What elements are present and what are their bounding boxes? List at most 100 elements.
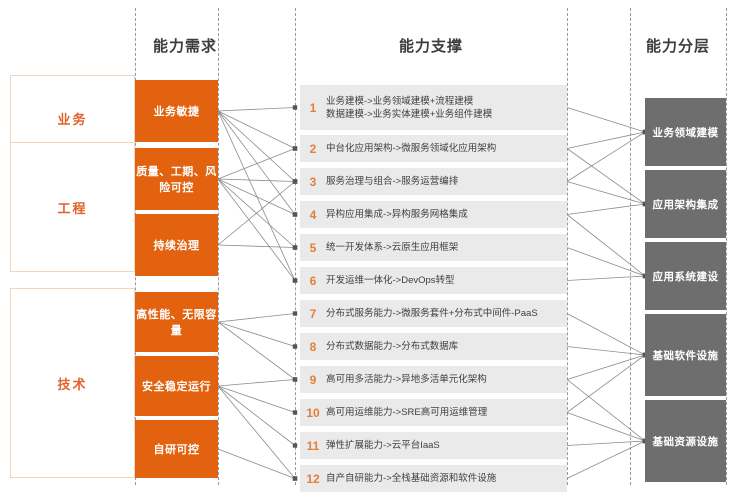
header-demand: 能力需求 — [152, 38, 217, 55]
support-text-line: 弹性扩展能力->云平台IaaS — [326, 440, 440, 451]
support-row-10[interactable]: 11 弹性扩展能力->云平台IaaS — [300, 432, 567, 459]
demand-label: 自研可控 — [153, 444, 200, 456]
layer-box-3[interactable]: 基础软件设施 — [645, 314, 726, 396]
layer-label: 应用架构集成 — [652, 198, 719, 211]
support-text: 异构应用集成->异构服务网格集成 — [326, 208, 468, 221]
support-row-1[interactable]: 2 中台化应用架构->微服务领域化应用架构 — [300, 135, 567, 162]
link-support-layer-4 — [566, 181, 648, 207]
demand-label: 高性能、无限容量 — [136, 309, 217, 337]
support-text: 高可用运维能力->SRE高可用运维管理 — [326, 406, 487, 419]
link-support-layer-9 — [566, 313, 648, 358]
layer-label: 基础资源设施 — [652, 435, 719, 448]
demand-box-0[interactable]: 业务敏捷 — [135, 80, 218, 142]
link-support-layer-0 — [566, 107, 648, 135]
support-row-3[interactable]: 4 异构应用集成->异构服务网格集成 — [300, 201, 567, 228]
layer-box-4[interactable]: 基础资源设施 — [645, 400, 726, 482]
support-text: 弹性扩展能力->云平台IaaS — [326, 439, 440, 452]
link-demand-support-4 — [217, 110, 298, 283]
link-demand-support-3 — [217, 110, 298, 217]
link-demand-support-0 — [217, 105, 298, 112]
link-demand-support-11 — [217, 244, 298, 250]
demand-box-1[interactable]: 质量、工期、风险可控 — [135, 148, 218, 210]
demand-box-2[interactable]: 持续治理 — [135, 214, 218, 276]
link-support-layer-16 — [566, 438, 648, 479]
support-number: 4 — [309, 207, 317, 222]
link-demand-support-14 — [217, 321, 298, 382]
link-demand-support-12 — [217, 311, 298, 323]
demand-box-3[interactable]: 高性能、无限容量 — [135, 292, 218, 352]
link-support-layer-15 — [566, 438, 648, 446]
support-row-2[interactable]: 3 服务治理与组合->服务运营编排 — [300, 168, 567, 195]
column-guide-1 — [218, 8, 219, 485]
support-text: 中台化应用架构->微服务领域化应用架构 — [326, 142, 496, 155]
link-support-layer-7 — [566, 247, 648, 279]
support-text-line: 服务治理与组合->服务运营编排 — [326, 176, 459, 187]
link-demand-support-19 — [217, 448, 298, 481]
column-guide-5 — [726, 8, 727, 485]
demand-label: 业务敏捷 — [153, 106, 200, 118]
support-text-line: 异构应用集成->异构服务网格集成 — [326, 209, 468, 220]
support-text: 高可用多活能力->异地多活单元化架构 — [326, 373, 487, 386]
support-text-line: 分布式服务能力->微服务套件+分布式中间件-PaaS — [326, 308, 538, 319]
demand-label: 质量、工期、风险可控 — [136, 166, 217, 194]
support-text: 开发运维一体化->DevOps转型 — [326, 274, 455, 287]
link-support-layer-10 — [566, 346, 648, 358]
link-support-layer-8 — [566, 273, 648, 281]
support-text: 分布式服务能力->微服务套件+分布式中间件-PaaS — [326, 307, 538, 320]
support-number: 7 — [309, 306, 317, 321]
layer-box-1[interactable]: 应用架构集成 — [645, 170, 726, 238]
support-text: 分布式数据能力->分布式数据库 — [326, 340, 458, 353]
support-text: 自产自研能力->全栈基础资源和软件设施 — [326, 472, 496, 485]
layer-label: 业务领域建模 — [652, 126, 719, 139]
support-text-line: 数据建模->业务实体建模+业务组件建模 — [326, 108, 493, 120]
link-support-layer-13 — [566, 352, 648, 413]
category-frame-2 — [10, 288, 135, 478]
support-number: 3 — [309, 174, 317, 189]
support-number: 1 — [309, 100, 317, 115]
link-demand-support-9 — [217, 178, 298, 283]
link-demand-support-1 — [217, 110, 298, 151]
link-support-layer-3 — [566, 129, 648, 182]
support-row-9[interactable]: 10 高可用运维能力->SRE高可用运维管理 — [300, 399, 567, 426]
support-text-line: 自产自研能力->全栈基础资源和软件设施 — [326, 473, 497, 484]
support-text: 服务治理与组合->服务运营编排 — [326, 175, 458, 188]
demand-label: 持续治理 — [153, 240, 200, 252]
demand-box-4[interactable]: 安全稳定运行 — [135, 356, 218, 416]
support-text-line: 统一开发体系->云原生应用框架 — [326, 242, 459, 253]
category-frame-1 — [10, 142, 135, 272]
column-guide-2 — [295, 8, 296, 485]
support-number: 10 — [306, 405, 320, 420]
column-guide-3 — [567, 8, 568, 485]
link-support-layer-2 — [566, 148, 648, 207]
support-text-line: 中台化应用架构->微服务领域化应用架构 — [326, 143, 497, 154]
support-number: 11 — [306, 438, 320, 453]
layer-box-0[interactable]: 业务领域建模 — [645, 98, 726, 166]
link-support-layer-1 — [566, 129, 648, 149]
link-demand-support-6 — [217, 178, 298, 184]
support-row-6[interactable]: 7 分布式服务能力->微服务套件+分布式中间件-PaaS — [300, 300, 567, 327]
link-demand-support-7 — [217, 178, 298, 217]
link-demand-support-16 — [217, 385, 298, 415]
demand-box-5[interactable]: 自研可控 — [135, 420, 218, 478]
link-support-layer-5 — [566, 201, 648, 215]
link-demand-support-10 — [217, 179, 298, 246]
link-support-layer-14 — [566, 412, 648, 444]
category-label: 工程 — [57, 201, 88, 216]
support-number: 2 — [309, 141, 317, 156]
link-demand-support-15 — [217, 377, 298, 387]
link-demand-support-5 — [217, 146, 298, 180]
header-layering: 能力分层 — [645, 38, 710, 55]
layer-label: 基础软件设施 — [652, 349, 719, 362]
support-text: 统一开发体系->云原生应用框架 — [326, 241, 458, 254]
link-support-layer-11 — [566, 352, 648, 380]
support-text-line: 分布式数据能力->分布式数据库 — [326, 341, 459, 352]
link-demand-support-18 — [217, 385, 298, 481]
layer-box-2[interactable]: 应用系统建设 — [645, 242, 726, 310]
